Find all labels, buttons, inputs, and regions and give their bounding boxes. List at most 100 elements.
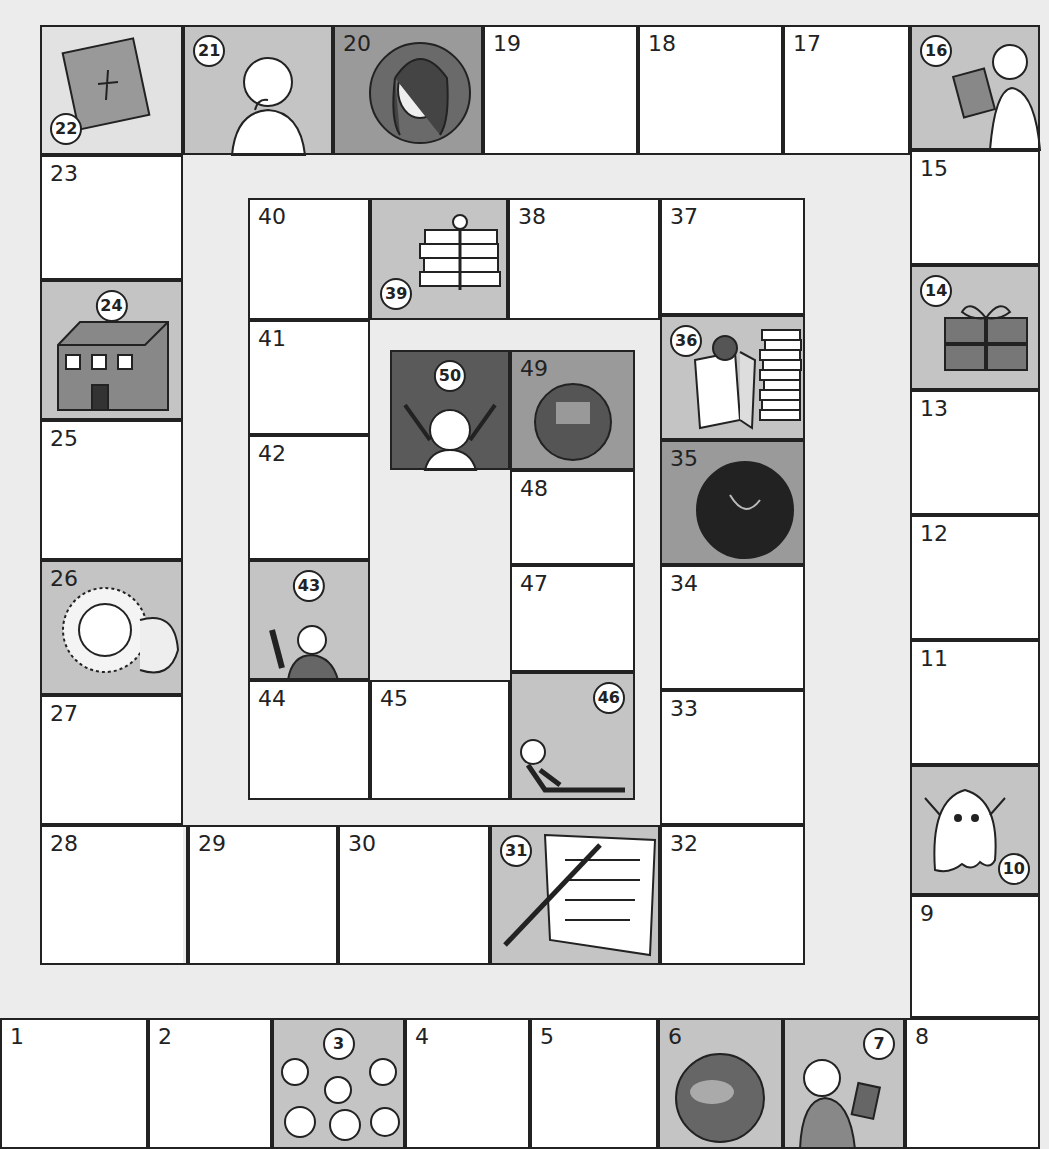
board-square: 28 bbox=[40, 825, 188, 965]
square-number: 15 bbox=[920, 158, 948, 180]
board-square: 12 bbox=[910, 515, 1040, 640]
square-number: 9 bbox=[920, 903, 934, 925]
square-number: 49 bbox=[520, 358, 548, 380]
board-square: 33 bbox=[660, 690, 805, 825]
circled-number: 10 bbox=[998, 853, 1030, 885]
square-number: 37 bbox=[670, 206, 698, 228]
square-number: 48 bbox=[520, 478, 548, 500]
circled-number: 31 bbox=[500, 835, 532, 867]
board-square: 35 bbox=[660, 440, 805, 565]
board-square: 6 bbox=[658, 1018, 783, 1149]
board-square: 27 bbox=[40, 695, 183, 825]
square-number: 17 bbox=[793, 33, 821, 55]
circled-number: 50 bbox=[434, 360, 466, 392]
circled-number: 36 bbox=[670, 325, 702, 357]
square-number: 4 bbox=[415, 1026, 429, 1048]
board-square: 37 bbox=[660, 198, 805, 315]
board-square: 38 bbox=[508, 198, 660, 320]
board-square: 46 bbox=[510, 672, 635, 800]
board-square: 42 bbox=[248, 435, 370, 560]
square-number: 11 bbox=[920, 648, 948, 670]
board-square: 44 bbox=[248, 680, 370, 800]
board-square: 39 bbox=[370, 198, 508, 320]
square-number: 19 bbox=[493, 33, 521, 55]
board-square: 13 bbox=[910, 390, 1040, 515]
board-square: 16 bbox=[910, 25, 1040, 150]
board-square: 8 bbox=[905, 1018, 1040, 1149]
board-square: 17 bbox=[783, 25, 910, 155]
circled-number: 24 bbox=[95, 290, 127, 322]
board-square: 20 bbox=[333, 25, 483, 155]
board-square: 23 bbox=[40, 155, 183, 280]
board-square: 40 bbox=[248, 198, 370, 320]
board-square: 4 bbox=[405, 1018, 530, 1149]
square-number: 45 bbox=[380, 688, 408, 710]
board-square: 22 bbox=[40, 25, 183, 155]
square-number: 40 bbox=[258, 206, 286, 228]
circled-number: 21 bbox=[193, 35, 225, 67]
board-square: 49 bbox=[510, 350, 635, 470]
board-square: 1 bbox=[0, 1018, 148, 1149]
square-number: 41 bbox=[258, 328, 286, 350]
board-square: 29 bbox=[188, 825, 338, 965]
square-number: 38 bbox=[518, 206, 546, 228]
board-square: 9 bbox=[910, 895, 1040, 1018]
board-square: 34 bbox=[660, 565, 805, 690]
square-number: 29 bbox=[198, 833, 226, 855]
board-square: 43 bbox=[248, 560, 370, 680]
square-number: 35 bbox=[670, 448, 698, 470]
square-number: 12 bbox=[920, 523, 948, 545]
square-number: 33 bbox=[670, 698, 698, 720]
board-square: 48 bbox=[510, 470, 635, 565]
circled-number: 39 bbox=[380, 278, 412, 310]
square-number: 20 bbox=[343, 33, 371, 55]
board-square: 50 bbox=[390, 350, 510, 470]
board-square: 26 bbox=[40, 560, 183, 695]
square-number: 30 bbox=[348, 833, 376, 855]
board-square: 5 bbox=[530, 1018, 658, 1149]
square-number: 27 bbox=[50, 703, 78, 725]
circled-number: 22 bbox=[50, 113, 82, 145]
circled-number: 43 bbox=[293, 570, 325, 602]
board-square: 18 bbox=[638, 25, 783, 155]
board-square: 47 bbox=[510, 565, 635, 672]
square-number: 28 bbox=[50, 833, 78, 855]
board-square: 32 bbox=[660, 825, 805, 965]
square-number: 32 bbox=[670, 833, 698, 855]
board-square: 31 bbox=[490, 825, 660, 965]
circled-number: 7 bbox=[863, 1028, 895, 1060]
square-number: 6 bbox=[668, 1026, 682, 1048]
board-square: 45 bbox=[370, 680, 510, 800]
board-square: 25 bbox=[40, 420, 183, 560]
square-number: 2 bbox=[158, 1026, 172, 1048]
square-number: 8 bbox=[915, 1026, 929, 1048]
square-number: 47 bbox=[520, 573, 548, 595]
board-square: 19 bbox=[483, 25, 638, 155]
board-square: 36 bbox=[660, 315, 805, 440]
board-square: 3 bbox=[272, 1018, 405, 1149]
circled-number: 46 bbox=[593, 682, 625, 714]
square-number: 1 bbox=[10, 1026, 24, 1048]
board-square: 14 bbox=[910, 265, 1040, 390]
circled-number: 3 bbox=[323, 1028, 355, 1060]
board-square: 10 bbox=[910, 765, 1040, 895]
square-number: 42 bbox=[258, 443, 286, 465]
board-square: 15 bbox=[910, 150, 1040, 265]
board-square: 41 bbox=[248, 320, 370, 435]
square-number: 44 bbox=[258, 688, 286, 710]
square-number: 23 bbox=[50, 163, 78, 185]
board-square: 11 bbox=[910, 640, 1040, 765]
board-square: 30 bbox=[338, 825, 490, 965]
square-number: 26 bbox=[50, 568, 78, 590]
board-square: 7 bbox=[783, 1018, 905, 1149]
circled-number: 14 bbox=[920, 275, 952, 307]
board-square: 21 bbox=[183, 25, 333, 155]
circled-number: 16 bbox=[920, 35, 952, 67]
square-number: 18 bbox=[648, 33, 676, 55]
square-number: 34 bbox=[670, 573, 698, 595]
board-square: 24 bbox=[40, 280, 183, 420]
square-number: 5 bbox=[540, 1026, 554, 1048]
square-number: 25 bbox=[50, 428, 78, 450]
square-number: 13 bbox=[920, 398, 948, 420]
